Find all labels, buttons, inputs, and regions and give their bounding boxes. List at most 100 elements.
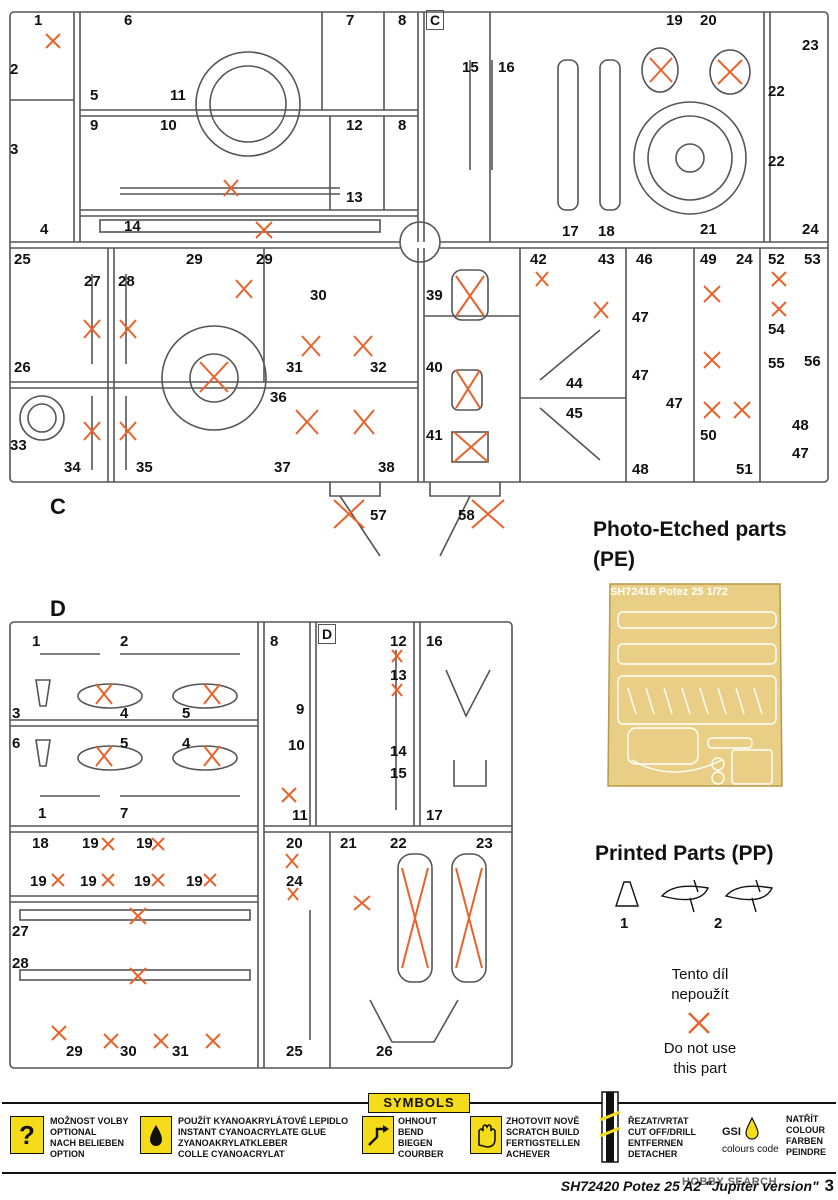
sprue-d-part-number: 22 (390, 835, 407, 852)
sprue-c-part-number: 14 (124, 218, 141, 235)
sprue-c-part-number: 52 (768, 251, 785, 268)
sprue-c-part-number: 48 (792, 417, 809, 434)
sprue-c-part-number: 1 (34, 12, 43, 29)
sprue-c-part-number: 38 (378, 459, 395, 476)
sprue-c-part-number: 47 (666, 395, 683, 412)
sprue-c-part-number: 19 (666, 12, 683, 29)
sprue-c-part-number: 18 (598, 223, 615, 240)
sprue-c-part-number: 3 (10, 141, 19, 158)
sprue-d-part-number: 3 (12, 705, 21, 722)
sprue-c-part-number: 30 (310, 287, 327, 304)
cut-icon (598, 1090, 622, 1164)
sprue-c-part-number: 9 (90, 117, 99, 134)
bend-icon (362, 1116, 394, 1154)
sprue-c-part-number: 35 (136, 459, 153, 476)
sprue-c-part-number: 10 (160, 117, 177, 134)
pe-abbr: (PE) (593, 548, 635, 571)
sprue-c-part-number: 27 (84, 273, 101, 290)
sprue-c-part-number: 32 (370, 359, 387, 376)
sprue-d-part-number: 1 (32, 633, 41, 650)
sprue-c-part-number: 24 (802, 221, 819, 238)
sprue-c-part-number: 55 (768, 355, 785, 372)
sprue-c-part-number: 5 (90, 87, 99, 104)
sprue-c-do-not-use-marks (45, 33, 787, 529)
sprue-d-tag: D (318, 624, 336, 644)
sprue-c-part-number: 40 (426, 359, 443, 376)
sprue-d-part-number: 4 (120, 705, 129, 722)
sprue-d-part-number: 13 (390, 667, 407, 684)
sprue-c-part-number: 29 (256, 251, 273, 268)
sprue-c-part-number: 34 (64, 459, 81, 476)
sprue-c-part-number: 7 (346, 12, 355, 29)
sprue-c-part-number: 4 (40, 221, 49, 238)
sprue-d-part-number: 4 (182, 735, 191, 752)
sprue-d-part-number: 8 (270, 633, 279, 650)
notice-en-2: this part (673, 1060, 727, 1077)
sprue-c-part-number: 2 (10, 61, 19, 78)
sprue-d-part-number: 1 (38, 805, 47, 822)
footer-page: 3 (824, 1176, 834, 1195)
sprue-c-part-number: 57 (370, 507, 387, 524)
symbols-title: SYMBOLS (368, 1093, 470, 1113)
sprue-c-part-number: 8 (398, 117, 407, 134)
pp-parts (615, 879, 774, 913)
sprue-c-part-number: 50 (700, 427, 717, 444)
sprue-d-part-number: 26 (376, 1043, 393, 1060)
sprue-d-part-number: 16 (426, 633, 443, 650)
sprue-d-part-number: 15 (390, 765, 407, 782)
footer-title: SH72420 Potez 25 A2 "Jupiter version" (560, 1178, 819, 1194)
sprue-c-part-number: 49 (700, 251, 717, 268)
notice-en-1: Do not use (663, 1040, 737, 1057)
notice-cross-icon (688, 1012, 710, 1034)
notice-cz-1: Tento díl (671, 966, 729, 983)
sprue-d-part-number: 10 (288, 737, 305, 754)
sprue-d-part-number: 14 (390, 743, 407, 760)
sprue-c-part-number: 16 (498, 59, 515, 76)
sprue-c-part-number: 28 (118, 273, 135, 290)
sprue-c-part-number: 26 (14, 359, 31, 376)
sprue-c-part-number: 23 (802, 37, 819, 54)
sprue-d-part-number: 19 (186, 873, 203, 890)
sprue-c-part-number: 42 (530, 251, 547, 268)
sprue-c-part-number: 46 (636, 251, 653, 268)
sprue-d-frame (9, 621, 513, 1069)
sprue-d-part-number: 24 (286, 873, 303, 890)
sprue-c-part-number: 43 (598, 251, 615, 268)
sprue-c-part-number: 51 (736, 461, 753, 478)
sprue-c-part-number: 41 (426, 427, 443, 444)
sprue-d-part-number: 31 (172, 1043, 189, 1060)
sprue-d-part-number: 7 (120, 805, 129, 822)
sprue-d-part-number: 21 (340, 835, 357, 852)
sprue-d-part-number: 19 (82, 835, 99, 852)
sprue-c-part-number: 39 (426, 287, 443, 304)
sprue-c-part-number: 45 (566, 405, 583, 422)
sprue-c-part-number: 11 (170, 87, 186, 104)
sprue-c-part-number: 37 (274, 459, 291, 476)
pp-title: Printed Parts (PP) (595, 842, 774, 865)
sprue-c-part-number: 15 (462, 59, 479, 76)
sprue-c-part-number: 13 (346, 189, 363, 206)
sprue-c-part-number: 44 (566, 375, 583, 392)
sprue-c-part-number: 53 (804, 251, 821, 268)
sprue-c-part-number: 56 (804, 353, 821, 370)
sprue-d-part-number: 28 (12, 955, 29, 972)
sprue-d-part-number: 9 (296, 701, 305, 718)
sprue-c-part-number: 48 (632, 461, 649, 478)
sprue-c-letter: C (50, 494, 66, 519)
sprue-d-part-number: 19 (80, 873, 97, 890)
sprue-c-part-number: 29 (186, 251, 203, 268)
pe-title: Photo-Etched parts (593, 518, 787, 541)
glue-drop-icon (140, 1116, 172, 1154)
sprue-d-part-number: 12 (390, 633, 407, 650)
sprue-d-part-number: 19 (134, 873, 151, 890)
sprue-c-part-number: 6 (124, 12, 133, 29)
sprue-d-part-number: 2 (120, 633, 129, 650)
sprue-c-part-number: 47 (632, 367, 649, 384)
sprue-d-part-number: 29 (66, 1043, 83, 1060)
sprue-c-part-number: 36 (270, 389, 287, 406)
